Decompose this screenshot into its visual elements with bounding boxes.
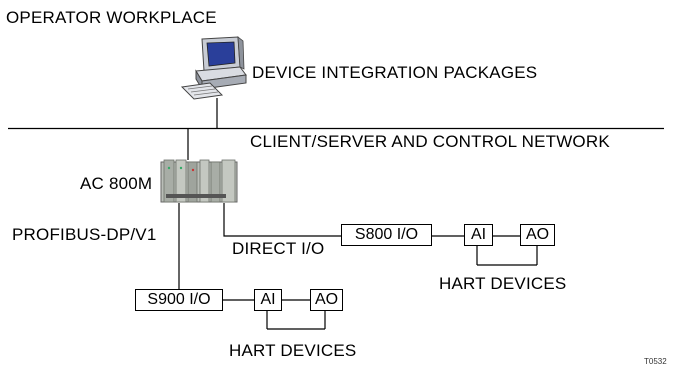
s900-io-box: S900 I/O [135,289,223,311]
direct-io-label: DIRECT I/O [232,239,325,258]
figure-code: T0532 [644,357,667,366]
controller-rack-icon [160,159,238,203]
computer-icon [180,36,247,100]
device-integration-label: DEVICE INTEGRATION PACKAGES [252,63,538,82]
s800-io-box: S800 I/O [341,224,432,246]
ao-right-box: AO [520,224,555,246]
direct-io-line [223,203,341,237]
network-label: CLIENT/SERVER AND CONTROL NETWORK [250,132,610,151]
hart-devices-left-label: HART DEVICES [229,341,357,360]
ai-right-box: AI [464,224,493,246]
hart-devices-right-label: HART DEVICES [439,274,567,293]
ai-left-box: AI [254,289,282,311]
controller-label: AC 800M [80,174,153,193]
ao-left-box: AO [310,289,343,311]
operator-workplace-label: OPERATOR WORKPLACE [6,8,217,27]
profibus-label: PROFIBUS-DP/V1 [12,225,157,244]
